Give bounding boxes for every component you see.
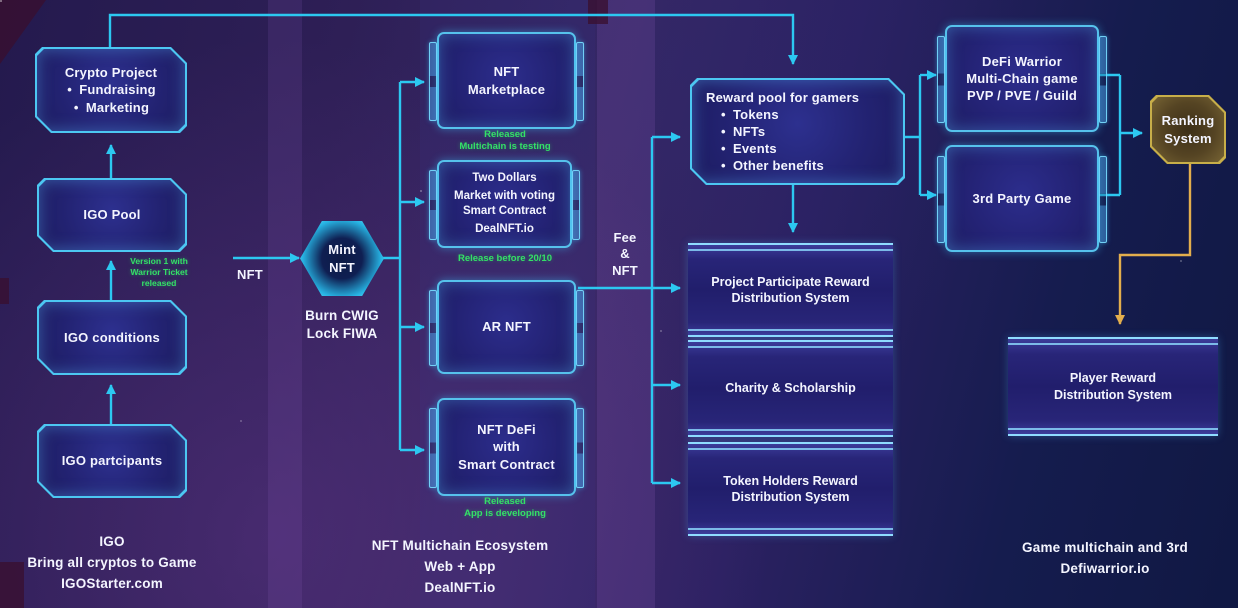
crypto-project-bullet: Fundraising xyxy=(66,81,156,98)
two-dollars-status: Release before 20/10 xyxy=(457,253,552,264)
third-party-game-node: 3rd Party Game xyxy=(937,145,1107,252)
version-note: Version 1 with Warrior Ticket released xyxy=(130,256,188,288)
crypto-project-title: Crypto Project xyxy=(64,65,158,81)
mint-nft-label-line: Mint xyxy=(328,242,356,258)
two-dollars-node: Two Dollars Market with voting Smart Con… xyxy=(429,160,580,248)
nft-marketplace-node: NFT Marketplace xyxy=(429,32,584,129)
nft-wire-label: NFT xyxy=(237,267,263,282)
defi-warrior-node: DeFi Warrior Multi-Chain game PVP / PVE … xyxy=(937,25,1107,132)
project-participate-node: Project Participate Reward Distribution … xyxy=(688,243,893,337)
nft-defi-node: NFT DeFi with Smart Contract xyxy=(429,398,584,496)
cyan-wires xyxy=(106,13,1143,488)
crypto-project-node: Crypto Project Fundraising Marketing xyxy=(35,47,187,133)
igo-participants-label: IGO partcipants xyxy=(61,453,163,469)
marketplace-status: Released Multichain is testing xyxy=(459,129,551,153)
igo-participants-node: IGO partcipants xyxy=(37,424,187,498)
reward-pool-title: Reward pool for gamers xyxy=(706,89,860,105)
ranking-system-node: Ranking System xyxy=(1150,95,1226,164)
reward-pool-node: Reward pool for gamers Tokens NFTs Event… xyxy=(690,78,905,185)
burn-lock-note: Burn CWIG Lock FIWA xyxy=(305,308,379,342)
igo-caption: IGO Bring all cryptos to Game IGOStarter… xyxy=(27,534,197,591)
ar-nft-node: AR NFT xyxy=(429,280,584,374)
igo-conditions-label: IGO conditions xyxy=(64,329,160,345)
game-caption: Game multichain and 3rd Defiwarrior.io xyxy=(1022,540,1188,576)
crypto-project-bullet: Marketing xyxy=(73,99,149,116)
igo-pool-label: IGO Pool xyxy=(83,207,141,223)
igo-pool-node: IGO Pool xyxy=(37,178,187,252)
charity-scholarship-node: Charity & Scholarship xyxy=(688,340,893,437)
fee-nft-label: Fee & NFT xyxy=(612,230,638,278)
bg-stars xyxy=(0,0,2,2)
nft-column-caption: NFT Multichain Ecosystem Web + App DealN… xyxy=(371,538,549,595)
token-holders-node: Token Holders Reward Distribution System xyxy=(688,442,893,536)
igo-conditions-node: IGO conditions xyxy=(37,300,187,375)
gold-wire xyxy=(1115,164,1192,325)
mint-nft-label-line: NFT xyxy=(329,259,355,275)
player-reward-node: Player Reward Distribution System xyxy=(1008,337,1218,436)
nft-defi-status: Released App is developing xyxy=(464,496,546,520)
